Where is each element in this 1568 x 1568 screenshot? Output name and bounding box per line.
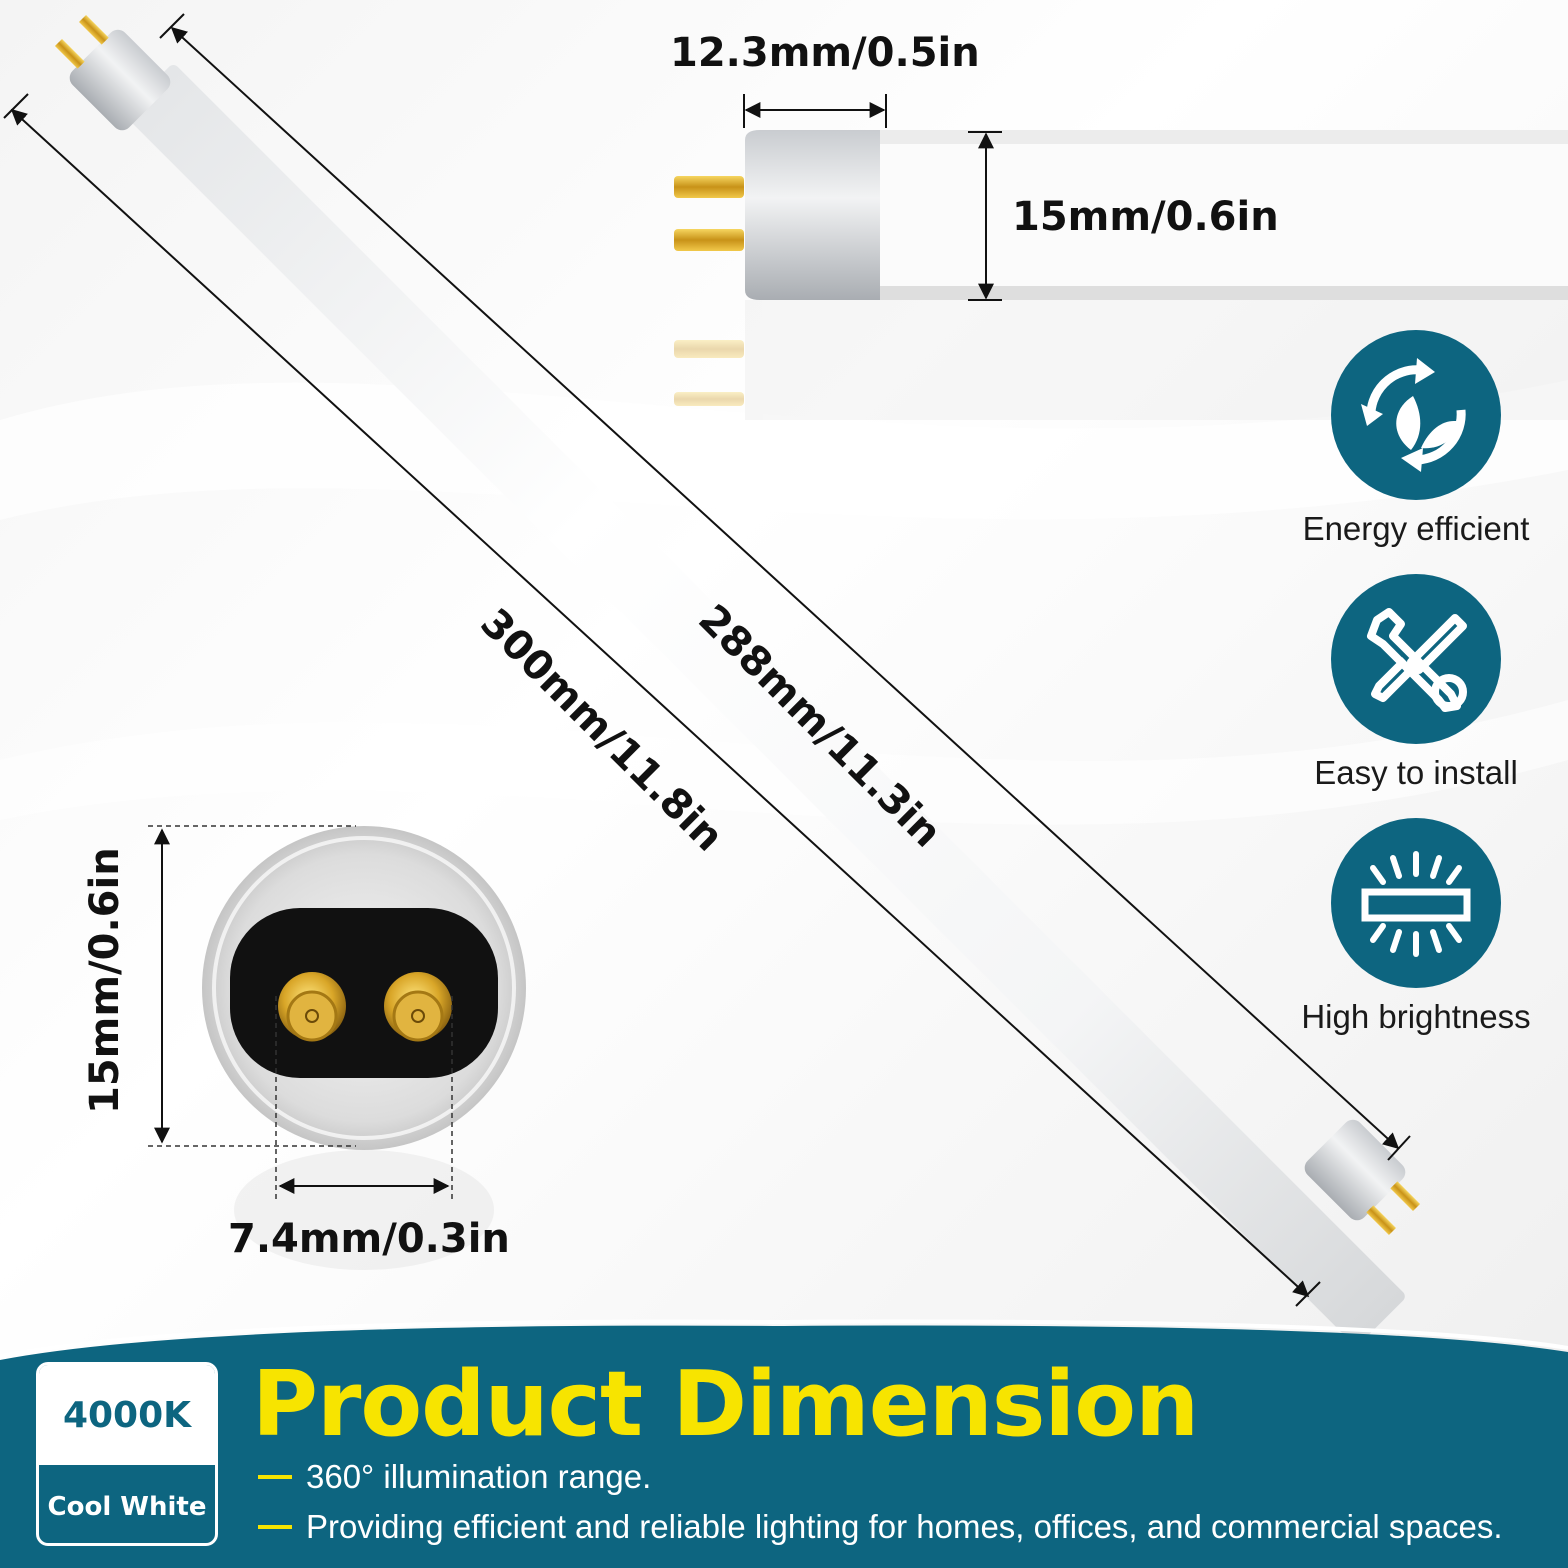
recycle-leaf-icon xyxy=(1331,330,1501,500)
bullet-dash xyxy=(258,1475,292,1479)
bullet-item: Providing efficient and reliable lightin… xyxy=(258,1508,1503,1546)
feature-label: Easy to install xyxy=(1314,754,1518,791)
bullet-dash xyxy=(258,1525,292,1529)
temperature-value: 4000K xyxy=(39,1365,215,1465)
color-temperature-badge: 4000K Cool White xyxy=(36,1362,218,1546)
feature-label: Energy efficient xyxy=(1302,510,1530,547)
bullet-item: 360° illumination range. xyxy=(258,1458,651,1496)
feature-label: High brightness xyxy=(1301,998,1531,1035)
pin-spacing-label: 7.4mm/0.3in xyxy=(228,1216,510,1262)
top-width-label: 12.3mm/0.5in xyxy=(670,30,980,76)
feature-high-brightness: High brightness xyxy=(1300,818,1532,1036)
top-height-label: 15mm/0.6in xyxy=(1012,194,1279,240)
page-title: Product Dimension xyxy=(252,1352,1199,1457)
bullet-text: 360° illumination range. xyxy=(306,1458,652,1495)
feature-easy-install: Easy to install xyxy=(1300,574,1532,792)
tube-end-cap-top xyxy=(54,14,171,131)
bullet-text: Providing efficient and reliable lightin… xyxy=(306,1508,1503,1545)
end-height-label: 15mm/0.6in xyxy=(82,847,128,1114)
color-name: Cool White xyxy=(47,1492,207,1522)
feature-energy-efficient: Energy efficient xyxy=(1300,330,1532,548)
end-view-closeup xyxy=(202,826,526,1270)
dimension-line-outer xyxy=(10,108,1310,1298)
light-tube-icon xyxy=(1331,818,1501,988)
wrench-screwdriver-icon xyxy=(1331,574,1501,744)
